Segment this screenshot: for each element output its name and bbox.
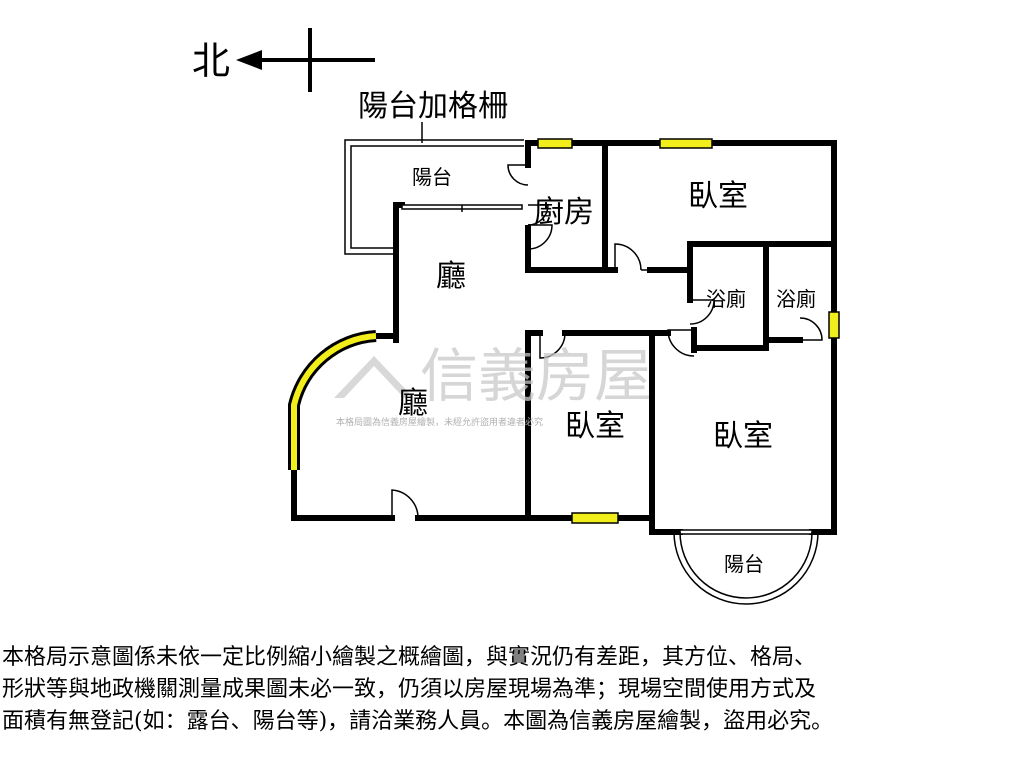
disclaimer-line: 本格局示意圖係未依一定比例縮小繪製之概繪圖，與實況仍有差距，其方位、格局、 <box>2 645 817 670</box>
sliding-door-top <box>401 204 523 212</box>
bedroom-middle-window <box>571 512 619 524</box>
floor-plan: 北 陽台加格柵 <box>192 28 840 605</box>
disclaimer-line: 形狀等與地政機關測量成果圖未必一致，仍須以房屋現場為準；現場空間使用方式及 <box>2 677 817 702</box>
watermark-fine-print: 本格局圖為信義房屋繪製，未經允許盜用者違者必究 <box>336 416 543 428</box>
top-balcony-grille <box>344 139 524 255</box>
room-label-living-lower: 廳 <box>398 386 428 421</box>
north-arrow: 北 <box>192 28 375 92</box>
room-label-bedroom-right: 臥室 <box>713 419 773 454</box>
room-label-bedroom-middle: 臥室 <box>565 409 625 444</box>
disclaimer-text: 本格局示意圖係未依一定比例縮小繪製之概繪圖，與實況仍有差距，其方位、格局、 形狀… <box>2 642 1022 738</box>
kitchen-window <box>537 138 573 149</box>
compass-label: 北 <box>192 39 230 83</box>
room-label-bath-left: 浴廁 <box>706 287 746 311</box>
doors <box>391 164 823 519</box>
curved-window <box>288 330 396 470</box>
room-label-bedroom-top: 臥室 <box>688 179 748 214</box>
bedroom-top-window <box>659 138 713 149</box>
room-label-bath-right: 浴廁 <box>776 287 816 311</box>
watermark-brand: 信義房屋 <box>420 342 652 410</box>
balcony-note-label: 陽台加格柵 <box>358 89 508 124</box>
watermark: 信義房屋 本格局圖為信義房屋繪製，未經允許盜用者違者必究 <box>334 342 652 428</box>
disclaimer-line: 面積有無登記(如：露台、陽台等)，請洽業務人員。本圖為信義房屋繪製，盜用必究。 <box>2 709 834 734</box>
room-label-kitchen: 廚房 <box>534 195 594 230</box>
room-label-balcony-bottom: 陽台 <box>724 552 764 576</box>
room-label-balcony-top: 陽台 <box>412 165 452 189</box>
bottom-balcony <box>673 529 819 605</box>
windows <box>537 138 840 524</box>
room-label-living-upper: 廳 <box>436 259 466 294</box>
bath-right-window <box>828 311 840 339</box>
